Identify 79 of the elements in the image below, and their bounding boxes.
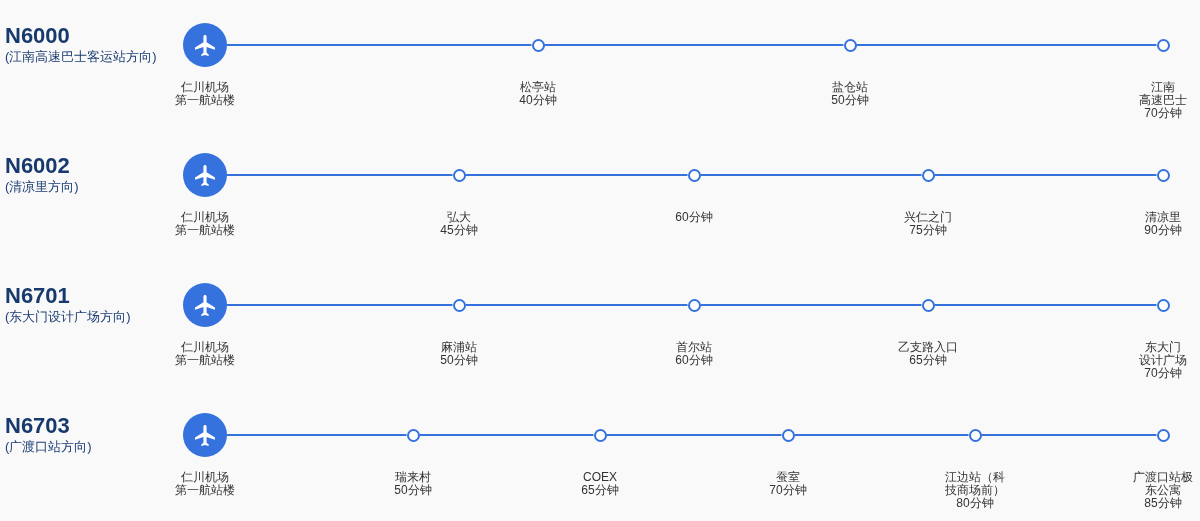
stop-name: 弘大 (447, 211, 471, 224)
route-number: N6701 (5, 285, 70, 307)
stop-circle (921, 168, 935, 182)
route-line (933, 174, 1158, 176)
travel-time: 70分钟 (1144, 367, 1182, 380)
stop-circle (531, 38, 545, 52)
route-line (699, 174, 923, 176)
travel-time: 90分钟 (1144, 224, 1182, 237)
route-number: N6002 (5, 155, 70, 177)
route-line (226, 174, 454, 176)
travel-time: 70分钟 (1144, 107, 1182, 120)
stop-name: 乙支路入口 (898, 341, 958, 354)
travel-time: 45分钟 (440, 224, 478, 237)
stop-circle (687, 168, 701, 182)
stop-name: 仁川机场第一航站楼 (175, 81, 235, 107)
stop-name: 仁川机场第一航站楼 (175, 341, 235, 367)
travel-time: 85分钟 (1144, 497, 1182, 510)
route-line (418, 434, 595, 436)
travel-time: 65分钟 (581, 484, 619, 497)
stop-name: 蚕室 (776, 471, 800, 484)
stop-circle (452, 298, 466, 312)
route-line (464, 304, 689, 306)
route-line (699, 304, 923, 306)
airport-circle (183, 283, 227, 327)
stop-name: 江南高速巴士 (1139, 81, 1187, 107)
stop-name: 麻浦站 (441, 341, 477, 354)
stop-circle (593, 428, 607, 442)
stop-circle (452, 168, 466, 182)
travel-time: 70分钟 (769, 484, 807, 497)
route-number: N6703 (5, 415, 70, 437)
stop-circle (1156, 428, 1170, 442)
stop-name: 兴仁之门 (904, 211, 952, 224)
stop-circle (1156, 38, 1170, 52)
travel-time: 75分钟 (909, 224, 947, 237)
route-line (226, 434, 408, 436)
travel-time: 50分钟 (831, 94, 869, 107)
route-line (543, 44, 845, 46)
airport-circle (183, 413, 227, 457)
stop-name: 盐仓站 (832, 81, 868, 94)
stop-circle (843, 38, 857, 52)
travel-time: 60分钟 (675, 211, 713, 224)
stop-circle (1156, 168, 1170, 182)
stop-name: 清凉里 (1145, 211, 1181, 224)
stop-circle (406, 428, 420, 442)
airport-circle (183, 23, 227, 67)
travel-time: 50分钟 (440, 354, 478, 367)
airport-circle (183, 153, 227, 197)
route-number: N6000 (5, 25, 70, 47)
stop-name: 广渡口站极东公寓 (1132, 471, 1194, 497)
travel-time: 60分钟 (675, 354, 713, 367)
stop-circle (781, 428, 795, 442)
route-line (226, 304, 454, 306)
route-line (464, 174, 689, 176)
travel-time: 80分钟 (956, 497, 994, 510)
route-line (226, 44, 533, 46)
stop-name: COEX (583, 471, 617, 484)
route-line (855, 44, 1158, 46)
travel-time: 50分钟 (394, 484, 432, 497)
stop-name: 松亭站 (520, 81, 556, 94)
route-line (980, 434, 1158, 436)
route-direction: (江南高速巴士客运站方向) (5, 49, 157, 64)
stop-name: 东大门设计广场 (1139, 341, 1187, 367)
stop-circle (1156, 298, 1170, 312)
route-line (605, 434, 783, 436)
stop-name: 仁川机场第一航站楼 (175, 471, 235, 497)
route-direction: (清凉里方向) (5, 179, 79, 194)
stop-name: 仁川机场第一航站楼 (175, 211, 235, 237)
stop-name: 首尔站 (676, 341, 712, 354)
stop-name: 瑞来村 (395, 471, 431, 484)
route-direction: (广渡口站方向) (5, 439, 92, 454)
stop-circle (968, 428, 982, 442)
travel-time: 40分钟 (519, 94, 557, 107)
route-direction: (东大门设计广场方向) (5, 309, 131, 324)
route-line (933, 304, 1158, 306)
travel-time: 65分钟 (909, 354, 947, 367)
stop-circle (921, 298, 935, 312)
stop-name: 江边站（科技商场前） (944, 471, 1006, 497)
route-line (793, 434, 970, 436)
stop-circle (687, 298, 701, 312)
